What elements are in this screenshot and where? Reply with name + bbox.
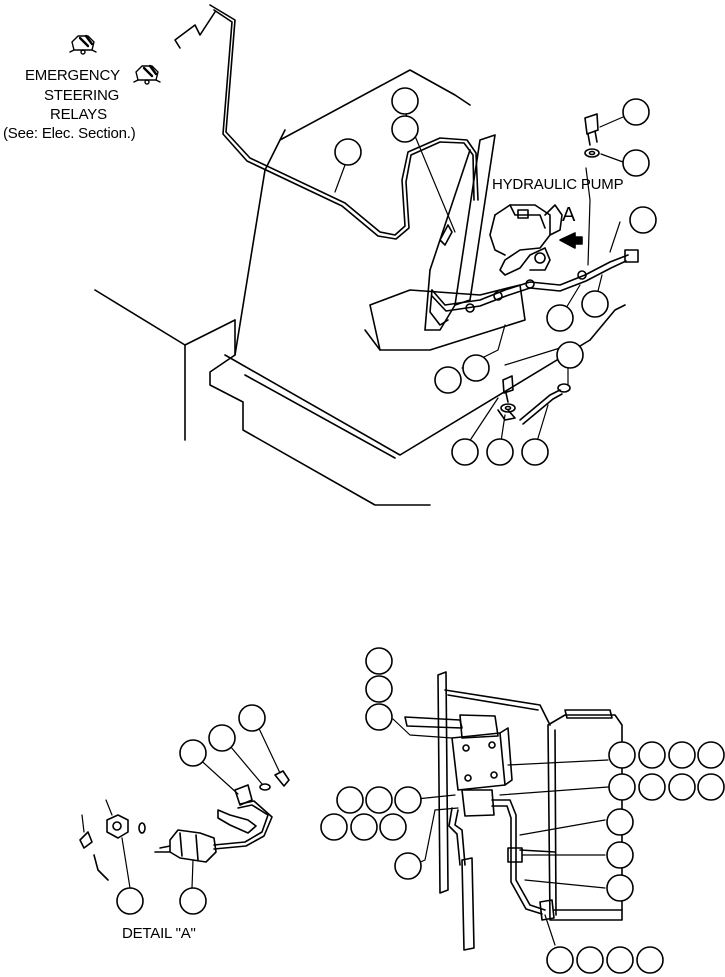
detail-a-label: DETAIL "A" bbox=[122, 925, 196, 942]
mounting-bracket bbox=[364, 134, 526, 351]
emergency-label-line1: EMERGENCY bbox=[25, 67, 120, 84]
view-arrow-a bbox=[559, 232, 583, 249]
hydraulic-pump bbox=[489, 204, 563, 276]
callout-balloons-detail bbox=[116, 704, 266, 915]
bell-icon bbox=[69, 34, 97, 55]
bell-icon bbox=[133, 64, 161, 85]
hydraulic-pump-label: HYDRAULIC PUMP bbox=[492, 176, 624, 193]
callout-balloons-top bbox=[334, 87, 657, 466]
emergency-label-line4: (See: Elec. Section.) bbox=[3, 125, 136, 142]
wiring-harness bbox=[429, 224, 639, 326]
side-view-structure bbox=[404, 671, 623, 951]
callout-balloons-side bbox=[320, 647, 725, 974]
leader-lines-detail bbox=[81, 719, 281, 889]
view-arrow-label: A bbox=[562, 204, 576, 226]
leader-lines-top bbox=[334, 111, 624, 449]
bolt-and-washer bbox=[584, 113, 600, 158]
machine-body-outline bbox=[94, 69, 626, 506]
leader-lines-side bbox=[392, 718, 609, 946]
detail-a-parts bbox=[79, 770, 290, 881]
emergency-label-line3: RELAYS bbox=[50, 106, 107, 123]
emergency-label-line2: STEERING bbox=[44, 87, 120, 104]
ground-strap-parts bbox=[497, 375, 571, 425]
steering-rod bbox=[174, 4, 479, 240]
